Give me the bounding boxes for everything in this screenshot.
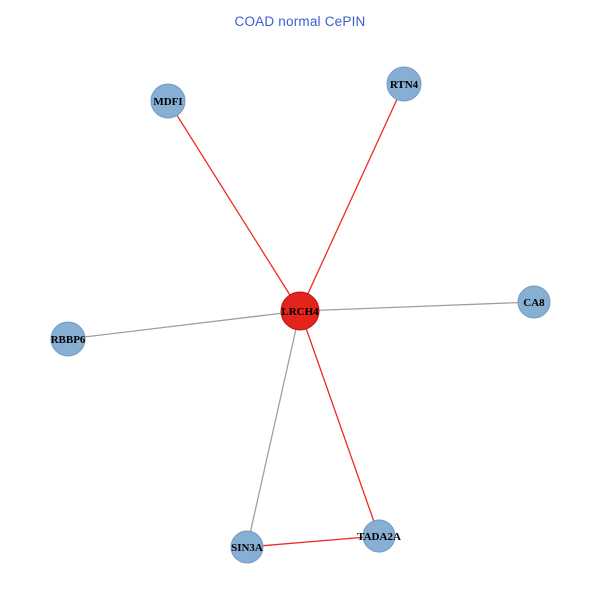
graph-node-rbbp6[interactable]: RBBP6	[50, 321, 86, 357]
graph-edge-mdfi-lrch4	[167, 100, 301, 312]
graph-edge-ca8-lrch4	[299, 301, 535, 312]
graph-node-rtn4[interactable]: RTN4	[386, 66, 422, 102]
graph-edge-tada2a-lrch4	[299, 310, 380, 537]
node-circle-lrch4[interactable]	[280, 291, 320, 331]
graph-edge-rtn4-lrch4	[299, 83, 405, 312]
node-circle-tada2a[interactable]	[362, 519, 396, 553]
graph-node-tada2a[interactable]: TADA2A	[357, 519, 401, 553]
node-circle-ca8[interactable]	[517, 285, 551, 319]
node-label-rbbp6: RBBP6	[51, 334, 86, 346]
graph-edge-rbbp6-lrch4	[67, 310, 301, 340]
chart-title: COAD normal CePIN	[234, 14, 366, 29]
graph-node-sin3a[interactable]: SIN3A	[230, 530, 264, 564]
node-label-tada2a: TADA2A	[357, 531, 401, 543]
node-label-rtn4: RTN4	[390, 79, 419, 91]
node-circle-rtn4[interactable]	[386, 66, 422, 102]
graph-node-mdfi[interactable]: MDFI	[150, 83, 186, 119]
graph-node-ca8[interactable]: CA8	[517, 285, 551, 319]
node-label-lrch4: LRCH4	[281, 306, 319, 318]
node-circle-rbbp6[interactable]	[50, 321, 86, 357]
graph-edge-sin3a-lrch4	[246, 310, 301, 548]
node-circle-mdfi[interactable]	[150, 83, 186, 119]
node-label-ca8: CA8	[523, 297, 545, 309]
node-circle-sin3a[interactable]	[230, 530, 264, 564]
graph-edge-sin3a-tada2a	[246, 535, 380, 548]
node-label-mdfi: MDFI	[153, 96, 182, 108]
node-label-sin3a: SIN3A	[231, 542, 263, 554]
graph-node-lrch4[interactable]: LRCH4	[280, 291, 320, 331]
